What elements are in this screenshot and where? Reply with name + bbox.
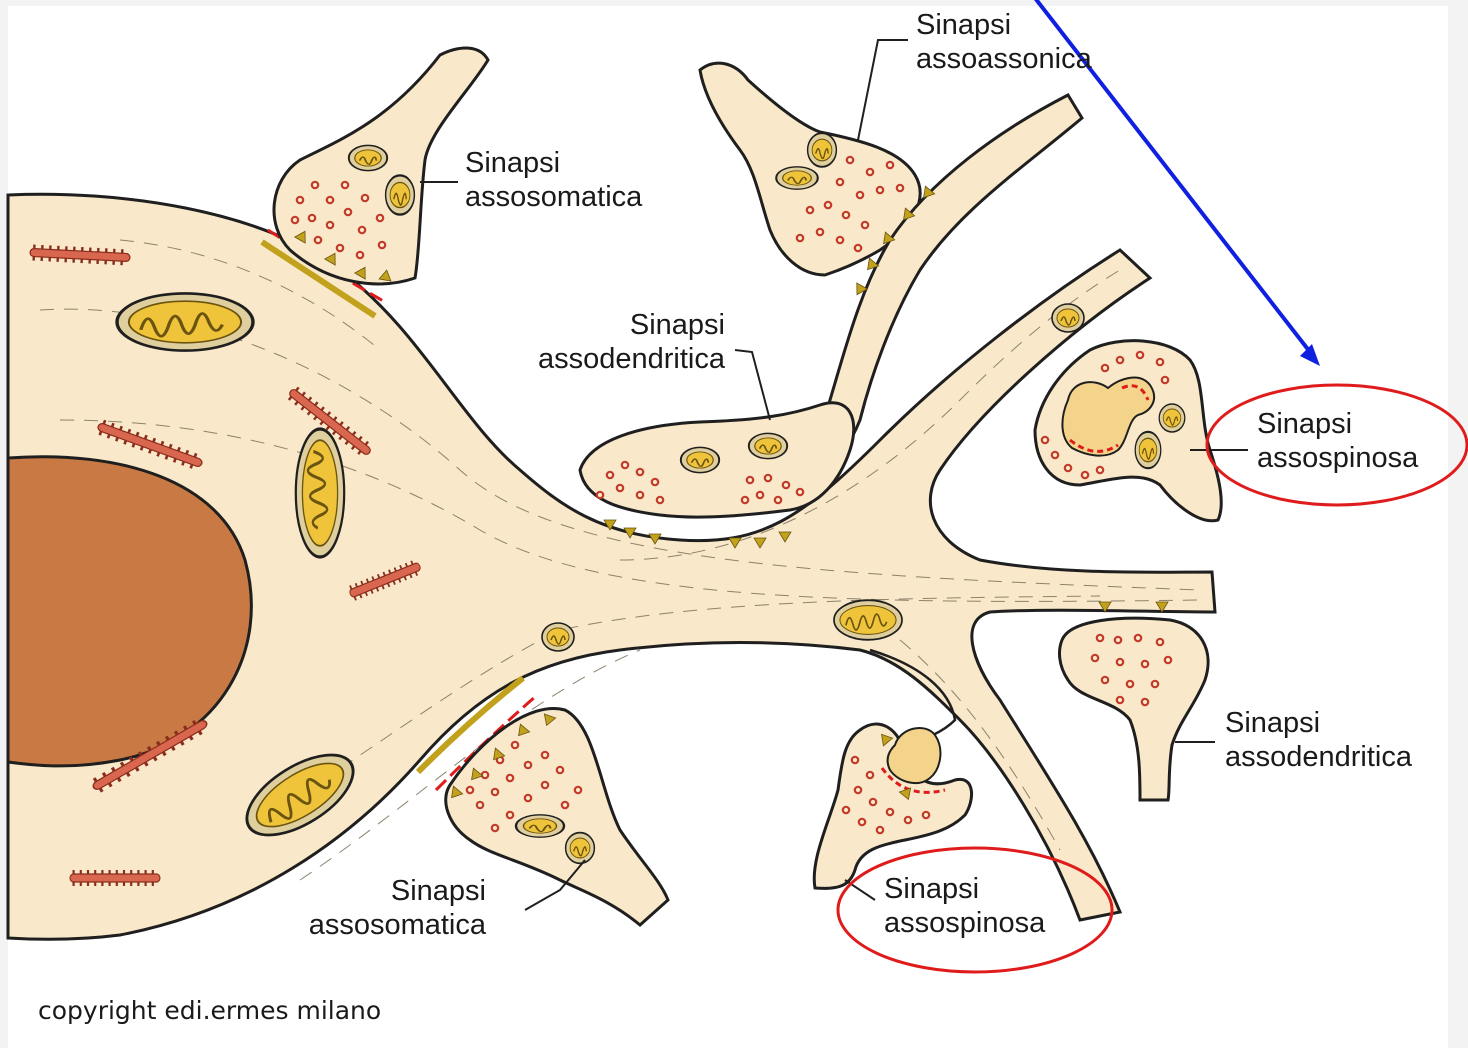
label-line1: Sinapsi [465,146,642,180]
label-assospinosa-top: Sinapsi assospinosa [1257,407,1418,475]
label-assosomatica-bottom: Sinapsi assosomatica [276,874,486,942]
label-line2: assospinosa [884,906,1045,940]
label-line1: Sinapsi [276,874,486,908]
label-line2: assodendritica [505,342,725,376]
label-line2: assodendritica [1225,740,1412,774]
mitochondrion [1052,304,1084,332]
terminal-assodendritica-right [1060,618,1209,800]
label-line1: Sinapsi [916,8,1092,42]
label-assosomatica-top: Sinapsi assosomatica [465,146,642,214]
mitochondrion [117,293,253,350]
label-line2: assosomatica [276,908,486,942]
label-line2: assospinosa [1257,441,1418,475]
mitochondrion [542,623,574,651]
mitochondrion [834,600,902,640]
copyright-text: copyright edi.ermes milano [38,996,381,1025]
label-assoassonica: Sinapsi assoassonica [916,8,1092,76]
label-assodendritica-right: Sinapsi assodendritica [1225,706,1412,774]
label-assospinosa-bottom: Sinapsi assospinosa [884,872,1045,940]
label-line1: Sinapsi [1257,407,1418,441]
label-line1: Sinapsi [1225,706,1412,740]
annotation-arrowhead [1300,344,1320,366]
label-assodendritica-mid: Sinapsi assodendritica [505,308,725,376]
label-line2: assosomatica [465,180,642,214]
label-line1: Sinapsi [884,872,1045,906]
label-line2: assoassonica [916,42,1092,76]
label-line1: Sinapsi [505,308,725,342]
mitochondrion [296,429,344,557]
